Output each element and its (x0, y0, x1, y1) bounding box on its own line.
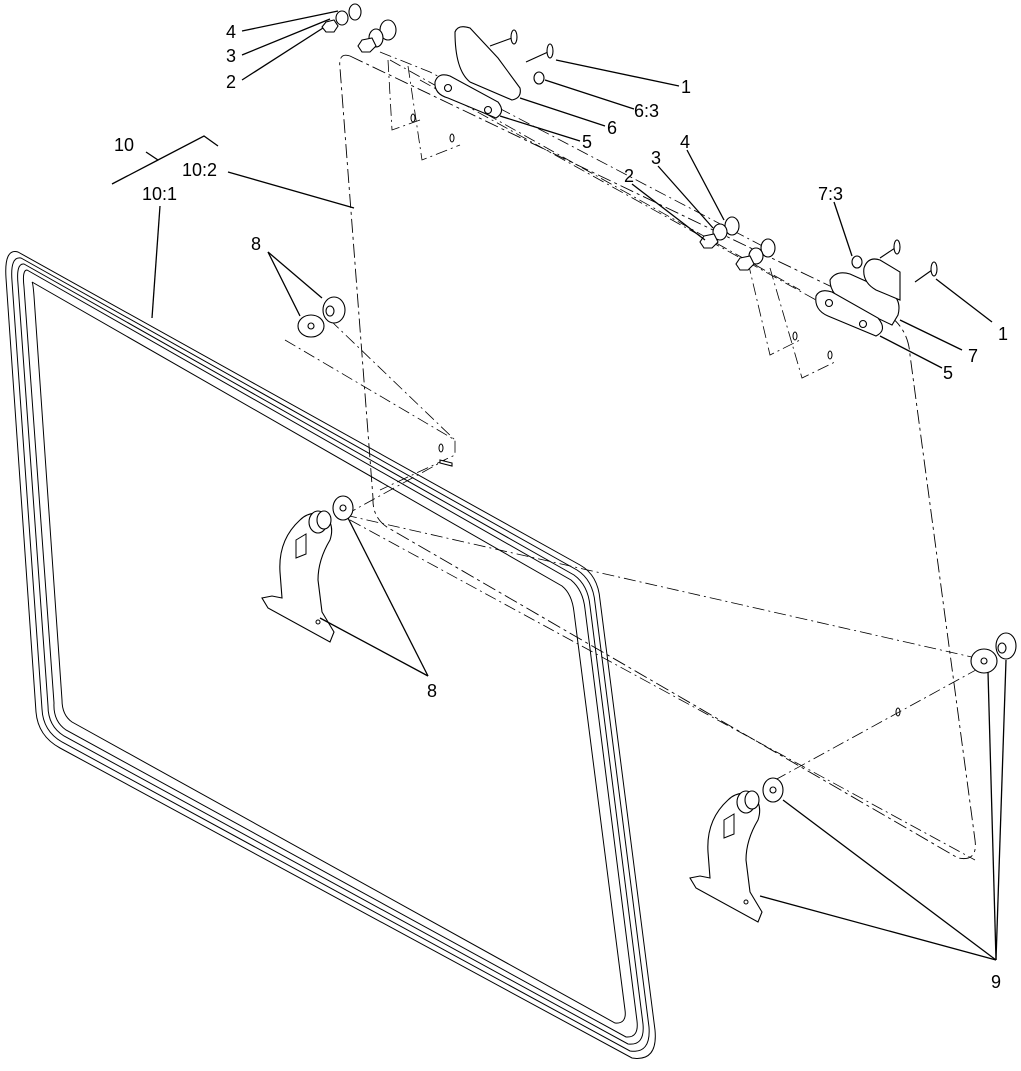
washer-3-icon (712, 223, 728, 241)
callout-5-right: 5 (943, 363, 953, 383)
callout-4-mid: 4 (680, 132, 690, 152)
callout-1-upper: 1 (681, 77, 691, 97)
hinge-plate-5-icon (434, 74, 503, 119)
callout-7: 7 (968, 346, 978, 366)
bolt-1b-icon (546, 43, 554, 59)
callout-3-mid: 3 (651, 148, 661, 168)
latch-catch-bracket-icon (689, 792, 763, 923)
bolt-1a-icon (893, 239, 901, 255)
callout-6: 6 (607, 118, 617, 138)
callout-8-bottom: 8 (427, 681, 437, 701)
nut-2-icon (699, 233, 719, 249)
assembly-axis-lines (284, 51, 986, 861)
nut-icon (357, 37, 377, 53)
leader-lines (111, 10, 1007, 961)
bolt-1b-icon (930, 261, 938, 277)
bolt-1a-icon (510, 29, 518, 45)
washer-3-icon (335, 10, 349, 26)
callout-2-mid: 2 (624, 166, 634, 186)
latch-catch-bracket-icon (261, 512, 335, 643)
callout-1-right: 1 (998, 324, 1008, 344)
glass-pane-outline (339, 54, 976, 860)
callout-10-2: 10:2 (182, 160, 217, 180)
callout-2-upper-left: 2 (226, 72, 236, 92)
washer-6-3-icon (533, 71, 545, 85)
callout-3-upper-left: 3 (226, 46, 236, 66)
nut-2-icon (321, 19, 339, 33)
hinge-bracket-6-icon (454, 26, 521, 101)
latch-assembly-right (689, 632, 1017, 923)
nut-icon (735, 255, 755, 271)
latch-assembly-left (261, 296, 453, 643)
washer-7-3-icon (851, 255, 863, 269)
callout-labels: 4 3 2 1 6:3 6 5 10 10:2 10:1 2 3 4 7:3 1… (114, 22, 1008, 992)
washer-4-icon (348, 3, 362, 21)
callout-6-3: 6:3 (634, 101, 659, 121)
callout-10-1: 10:1 (142, 184, 177, 204)
hinge-assembly-upper-right (699, 216, 938, 360)
hinge-assembly-upper-left (321, 3, 554, 143)
washer-large-icon (760, 238, 776, 258)
callout-9: 9 (991, 972, 1001, 992)
window-seal-frame (5, 251, 656, 1059)
callout-4-upper-left: 4 (226, 22, 236, 42)
callout-10: 10 (114, 135, 134, 155)
callout-7-3: 7:3 (818, 184, 843, 204)
callout-5-upper: 5 (582, 132, 592, 152)
callout-8-top: 8 (251, 234, 261, 254)
